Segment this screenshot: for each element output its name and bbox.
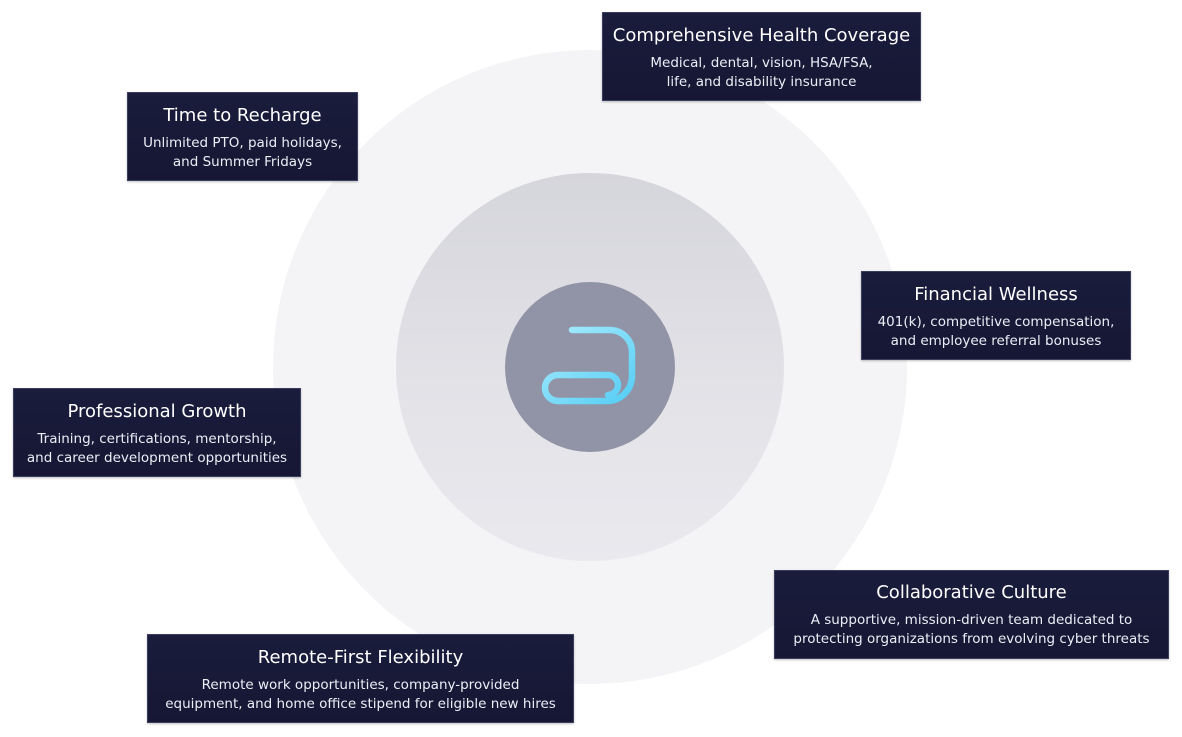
benefit-description-line: and Summer Fridays	[172, 154, 313, 170]
benefit-card-health-coverage: Comprehensive Health Coverage Medical, d…	[602, 12, 921, 101]
benefit-description-line: protecting organizations from evolving c…	[793, 631, 1150, 647]
benefit-card-collaborative-culture: Collaborative Culture A supportive, miss…	[774, 570, 1169, 659]
benefit-description-line: Remote work opportunities, company-provi…	[201, 677, 520, 693]
benefit-description-line: and career development opportunities	[26, 450, 288, 466]
benefit-description-line: life, and disability insurance	[666, 74, 857, 90]
benefit-description-line: A supportive, mission-driven team dedica…	[810, 612, 1133, 628]
benefit-card-time-to-recharge: Time to Recharge Unlimited PTO, paid hol…	[127, 92, 358, 181]
benefit-description-line: Medical, dental, vision, HSA/FSA,	[650, 55, 873, 71]
benefit-title: Professional Growth	[67, 401, 247, 422]
benefit-description-line: Unlimited PTO, paid holidays,	[143, 135, 342, 151]
benefit-card-remote-first-flexibility: Remote-First Flexibility Remote work opp…	[147, 634, 574, 723]
benefit-description-line: Training, certifications, mentorship,	[37, 431, 277, 447]
benefit-title: Collaborative Culture	[876, 582, 1067, 603]
benefit-title: Time to Recharge	[163, 105, 322, 126]
benefit-card-professional-growth: Professional Growth Training, certificat…	[13, 388, 301, 477]
benefit-title: Remote-First Flexibility	[257, 647, 464, 668]
inner-circle	[505, 282, 675, 452]
benefit-card-financial-wellness: Financial Wellness 401(k), competitive c…	[861, 271, 1131, 360]
benefit-description-line: equipment, and home office stipend for e…	[165, 696, 556, 712]
benefit-description-line: and employee referral bonuses	[890, 333, 1102, 349]
benefit-title: Financial Wellness	[914, 284, 1078, 305]
benefit-title: Comprehensive Health Coverage	[612, 25, 911, 46]
benefit-description-line: 401(k), competitive compensation,	[877, 314, 1115, 330]
s-letter-logo-icon	[541, 326, 636, 405]
